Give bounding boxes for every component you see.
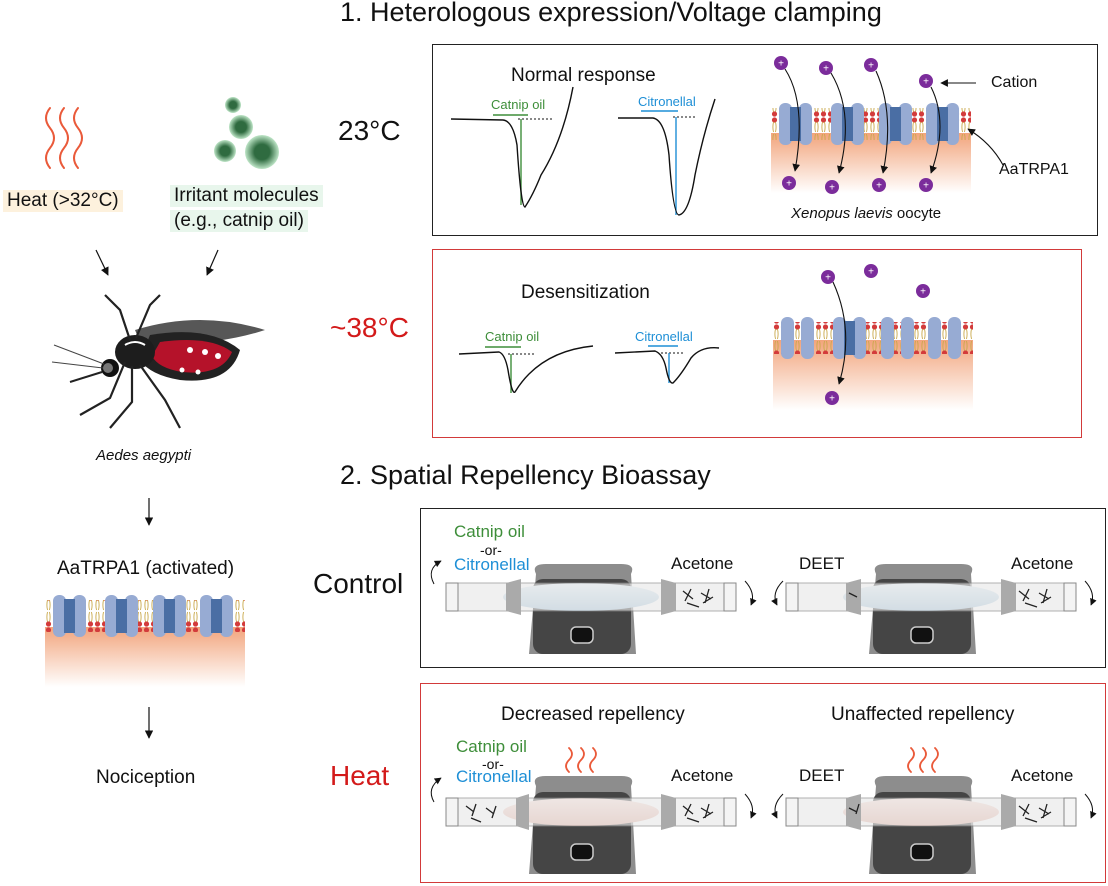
heat-left-treat-2: Citronellal xyxy=(456,767,532,786)
control-right-solvent: Acetone xyxy=(1011,554,1074,573)
heat-panel: Decreased repellency Unaffected repellen… xyxy=(420,683,1106,883)
temp-desens: ~38°C xyxy=(330,312,409,343)
arrow-irritant-to-mosquito xyxy=(206,249,219,276)
svg-text:+: + xyxy=(786,179,792,190)
left-membrane-icon xyxy=(45,595,245,687)
section1-title: 1. Heterologous expression/Voltage clamp… xyxy=(340,0,882,27)
control-left-or: -or- xyxy=(480,542,502,558)
channel-pointer-arrow xyxy=(967,128,1004,166)
svg-text:+: + xyxy=(829,183,835,194)
heat-left-or: -or- xyxy=(482,756,504,772)
control-left-solvent: Acetone xyxy=(671,554,734,573)
control-row-label: Control xyxy=(313,568,404,599)
svg-text:+: + xyxy=(823,64,829,75)
desens-trace1-label: Catnip oil xyxy=(485,329,540,344)
svg-text:+: + xyxy=(868,61,874,72)
heat-right-treat: DEET xyxy=(799,766,845,785)
normal-response-title: Normal response xyxy=(511,65,656,86)
desens-trace2-line xyxy=(614,347,720,384)
heat-left-solvent: Acetone xyxy=(671,766,734,785)
heat-right-solvent: Acetone xyxy=(1011,766,1074,785)
control-left-assay xyxy=(430,560,757,654)
receptor-label: AaTRPA1 (activated) xyxy=(57,558,235,579)
heat-left-assay xyxy=(430,747,757,874)
svg-text:+: + xyxy=(923,77,929,88)
irritant-label-1: Irritant molecules xyxy=(170,185,323,207)
heat-label: Heat (>32°C) xyxy=(3,190,123,212)
svg-text:+: + xyxy=(876,181,882,192)
svg-text:+: + xyxy=(778,59,784,70)
control-left-treat-1: Catnip oil xyxy=(454,522,525,541)
control-right-treat: DEET xyxy=(799,554,845,573)
species-label: Aedes aegypti xyxy=(96,447,192,464)
normal-response-panel: Normal response Catnip oil Citronellal xyxy=(432,44,1098,236)
desens-trace2-label: Citronellal xyxy=(635,329,693,344)
heat-row-label: Heat xyxy=(330,760,390,791)
irritant-label-2: (e.g., catnip oil) xyxy=(170,210,308,232)
desens-trace1-line xyxy=(458,345,594,394)
control-right-assay xyxy=(771,564,1097,654)
control-assays-icon xyxy=(430,560,1097,654)
heat-assays-icon xyxy=(430,747,1097,874)
oocyte-label-rest: oocyte xyxy=(892,205,942,222)
desensitization-title: Desensitization xyxy=(521,282,650,303)
cation-label: Cation xyxy=(991,74,1038,91)
oocyte-label: Xenopus laevis oocyte xyxy=(791,205,941,222)
heat-waves-left-icon xyxy=(565,747,597,773)
cation-icons xyxy=(774,56,933,194)
svg-text:+: + xyxy=(829,394,835,405)
control-panel: Catnip oil -or- Citronellal Acetone DEET… xyxy=(420,508,1106,668)
desensitization-panel: Desensitization Catnip oil Citronellal +… xyxy=(432,249,1082,438)
heat-left-title: Decreased repellency xyxy=(501,704,685,725)
outcome-label: Nociception xyxy=(96,767,196,788)
channel-group xyxy=(53,595,233,637)
heat-waves-right-icon xyxy=(907,747,939,773)
desens-traces xyxy=(458,345,720,394)
irritant-molecules-icon xyxy=(214,97,279,169)
arrow-heat-to-mosquito xyxy=(95,249,109,276)
section2-title: 2. Spatial Repellency Bioassay xyxy=(340,460,711,490)
temp-normal: 23°C xyxy=(338,115,401,146)
left-arrows xyxy=(95,249,219,739)
oocyte-label-italic: Xenopus laevis xyxy=(791,205,893,222)
svg-text:+: + xyxy=(825,273,831,284)
svg-text:+: + xyxy=(920,287,926,298)
heat-right-assay xyxy=(771,747,1097,874)
channel-label: AaTRPA1 xyxy=(999,161,1069,178)
heat-waves-icon xyxy=(45,107,83,169)
svg-text:+: + xyxy=(923,181,929,192)
normal-membrane-icon: + + + + + + + + xyxy=(771,56,1004,194)
normal-trace1-line xyxy=(450,86,574,208)
normal-trace2-label: Citronellal xyxy=(638,94,696,109)
mosquito-icon xyxy=(51,294,265,429)
heat-right-title: Unaffected repellency xyxy=(831,704,1015,725)
heat-left-treat-1: Catnip oil xyxy=(456,737,527,756)
control-left-treat-2: Citronellal xyxy=(454,555,530,574)
svg-text:+: + xyxy=(868,267,874,278)
desens-membrane-icon: + + + + xyxy=(773,264,973,410)
normal-traces xyxy=(450,86,716,216)
normal-trace1-label: Catnip oil xyxy=(491,97,546,112)
normal-trace2-line xyxy=(618,98,716,216)
